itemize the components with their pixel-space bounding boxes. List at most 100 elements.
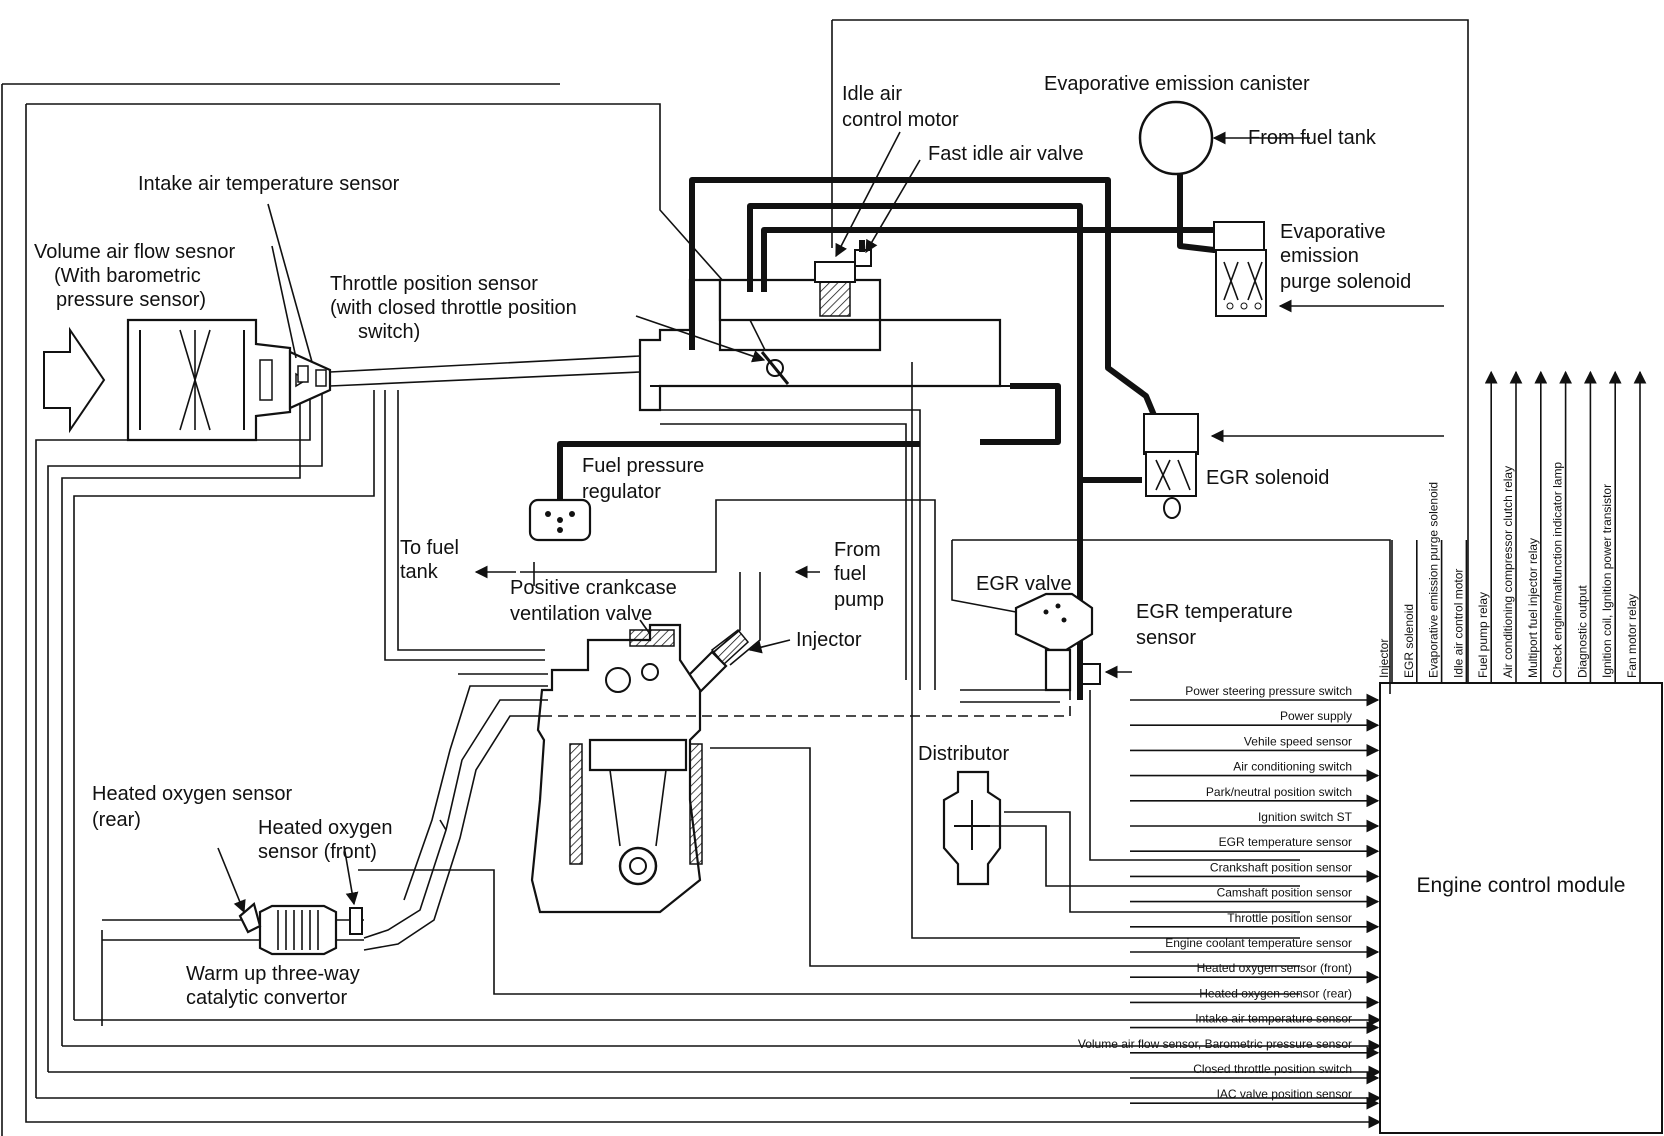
label-from-fuel-pump: From: [834, 539, 881, 561]
fast-idle-pointer: [865, 159, 921, 254]
air-cleaner: [126, 318, 292, 442]
ho2-rear-pointer: [217, 847, 246, 914]
ecm-output-label: Injector: [1377, 639, 1391, 678]
injector-signal-line: [951, 539, 1391, 694]
label-injector: Injector: [796, 629, 862, 651]
ecm-input-label: Power supply: [1280, 709, 1352, 723]
label-purge-line2: emission: [1280, 245, 1359, 267]
fuel-return-line: [520, 499, 936, 690]
intake-duct: [329, 355, 641, 387]
label-tps-line3: switch): [358, 321, 420, 343]
label-evaporative-emission-canister: Evaporative emission canister: [1044, 73, 1310, 95]
ecm-output-label: Ignition coil, Ignition power transistor: [1600, 484, 1614, 678]
fuel-pressure-regulator: [528, 498, 592, 542]
label-fuel-pressure-regulator: Fuel pressure: [582, 455, 704, 477]
label-iac-line2: control motor: [842, 109, 959, 131]
label-distributor: Distributor: [918, 743, 1009, 765]
ecm-output-label: EGR solenoid: [1402, 604, 1416, 678]
engine-block: [530, 623, 703, 914]
ecm-output-label: Fan motor relay: [1625, 594, 1639, 678]
ecm-input-label: EGR temperature sensor: [1219, 835, 1352, 849]
pcv-hose: [384, 390, 545, 661]
air-inlet-arrow: [43, 326, 106, 434]
intake-air-temperature-sensor: [297, 365, 327, 387]
ecm-output-label: Idle air control motor: [1451, 569, 1465, 678]
ecm-output-label: Evaporative emission purge solenoid: [1427, 482, 1441, 678]
egr-solenoid: [1143, 413, 1199, 519]
catalytic-converter: [258, 904, 338, 956]
iat-leader: [267, 203, 313, 363]
ecm-label: Engine control module: [1417, 874, 1626, 897]
label-catalytic-converter-line2: catalytic convertor: [186, 987, 348, 1009]
label-heated-oxygen-sensor-rear: Heated oxygen sensor: [92, 783, 292, 805]
label-vaf-line2: (With barometric: [54, 265, 201, 287]
ecm-input-label: Park/neutral position switch: [1206, 785, 1352, 799]
ecm-output-label: Fuel pump relay: [1476, 592, 1490, 678]
egr-passage: [960, 689, 1060, 703]
evaporative-emission-canister: [1138, 100, 1214, 176]
label-fpr-line2: regulator: [582, 481, 661, 503]
ecm-input-label: Power steering pressure switch: [1185, 684, 1352, 698]
label-vaf-line3: pressure sensor): [56, 289, 206, 311]
vacuum-hoses: [557, 168, 1215, 700]
ecm-input-label: Air conditioning switch: [1233, 760, 1352, 774]
evaporative-emission-purge-solenoid: [1213, 221, 1267, 317]
ecm-output-label: Check engine/malfunction indicator lamp: [1551, 462, 1565, 678]
label-ho2-front-line2: sensor (front): [258, 841, 377, 863]
iac-pointer: [835, 131, 901, 258]
heated-oxygen-sensor-front: [349, 907, 363, 935]
ecm-input-label: Vehile speed sensor: [1244, 734, 1352, 748]
label-egr-temp-line2: sensor: [1136, 627, 1196, 649]
label-from-fuel-tank: From fuel tank: [1248, 127, 1377, 149]
label-heated-oxygen-sensor-front: Heated oxygen: [258, 817, 393, 839]
ecm-input-label: Engine coolant temperature sensor: [1165, 936, 1352, 950]
intake-runner: [660, 409, 921, 690]
ecm-input-label: Crankshaft position sensor: [1210, 860, 1352, 874]
sensor-signal-wiring: [101, 362, 1300, 1026]
ecm-input-label: Volume air flow sensor, Barometric press…: [1078, 1037, 1352, 1051]
label-volume-air-flow-sensor: Volume air flow sesnor: [34, 241, 236, 263]
ecm-input-label: Closed throttle position switch: [1193, 1062, 1352, 1076]
label-idle-air-control-motor: Idle air: [842, 83, 902, 105]
label-from-fuel-pump-line2: fuel: [834, 563, 866, 585]
label-ho2-rear-line2: (rear): [92, 809, 141, 831]
ecm-output-label: Diagnostic output: [1575, 585, 1589, 678]
egr-valve: [1014, 592, 1101, 692]
label-to-fuel-tank-line2: tank: [400, 561, 439, 583]
label-to-fuel-tank: To fuel: [400, 537, 459, 559]
engine-control-module: Engine control module: [1379, 682, 1663, 1134]
vaf-leader: [271, 245, 297, 359]
egr-flow-path: [548, 690, 1071, 717]
exhaust-manifold: [363, 673, 548, 951]
label-egr-valve: EGR valve: [976, 573, 1072, 595]
pcv-leader: [639, 619, 651, 635]
component-labels: Intake air temperature sensor Volume air…: [34, 73, 1411, 1009]
label-egr-temperature-sensor: EGR temperature: [1136, 601, 1293, 623]
label-tps-line2: (with closed throttle position: [330, 297, 577, 319]
outer-wiring-frame: [1, 19, 1469, 1136]
label-intake-air-temperature-sensor: Intake air temperature sensor: [138, 173, 400, 195]
ecm-input-label: IAC valve position sensor: [1217, 1087, 1352, 1101]
label-catalytic-converter: Warm up three-way: [186, 963, 360, 985]
distributor: [942, 770, 1002, 886]
injector-pointer: [748, 639, 791, 654]
label-throttle-position-sensor: Throttle position sensor: [330, 273, 538, 295]
tps-pointer: [635, 315, 766, 363]
ecm-output-label: Air conditioning compressor clutch relay: [1501, 466, 1515, 678]
label-egr-solenoid: EGR solenoid: [1206, 467, 1329, 489]
pcv-valve: [629, 629, 675, 647]
label-purge-solenoid: Evaporative: [1280, 221, 1386, 243]
ecm-input-label: Ignition switch ST: [1258, 810, 1353, 824]
ecm-input-label: Throttle position sensor: [1227, 911, 1352, 925]
label-pcv-valve: Positive crankcase: [510, 577, 677, 599]
label-fast-idle-air-valve: Fast idle air valve: [928, 143, 1084, 165]
label-pcv-line2: ventilation valve: [510, 603, 652, 625]
label-from-fuel-pump-line3: pump: [834, 589, 884, 611]
ecm-output-label: Multiport fuel injector relay: [1526, 538, 1540, 678]
ecm-input-label: Heated oxygen sensor (front): [1197, 961, 1352, 975]
label-purge-line3: purge solenoid: [1280, 271, 1411, 293]
idle-air-control-motor: [814, 249, 872, 317]
heated-oxygen-sensor-rear: [238, 902, 262, 934]
